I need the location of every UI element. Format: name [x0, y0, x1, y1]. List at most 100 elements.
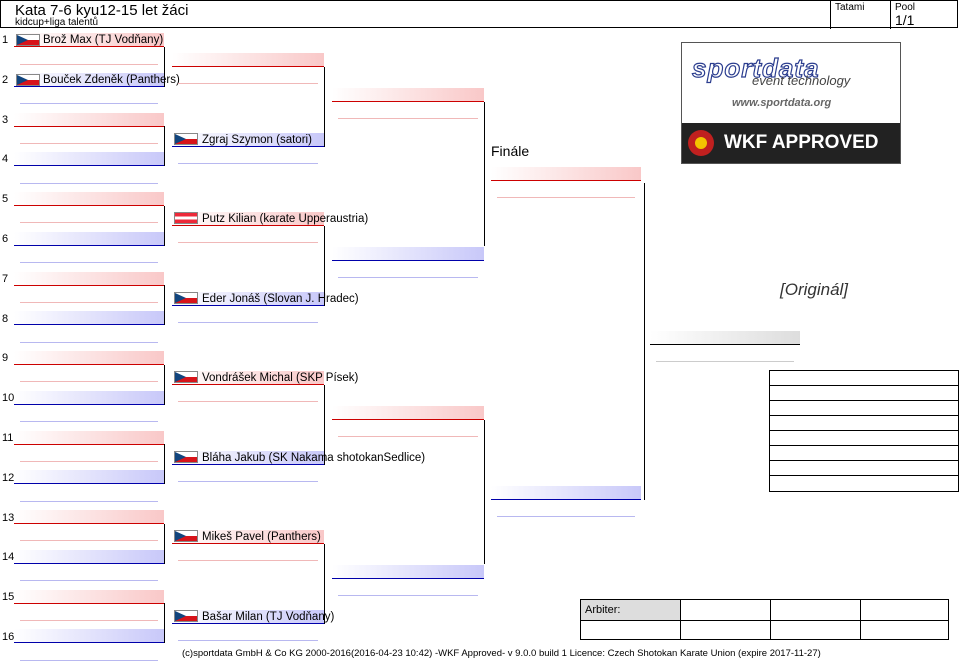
results-table: [769, 370, 959, 492]
round2-subline: [178, 401, 318, 402]
bracket-connector: [164, 285, 165, 325]
round1-subline: [20, 540, 158, 541]
round3-slot[interactable]: [332, 88, 484, 102]
header-divider: [890, 1, 891, 29]
round1-subline: [20, 381, 158, 382]
round1-subline: [20, 143, 158, 144]
results-row[interactable]: [770, 416, 958, 431]
logo-tagline: event technology: [752, 73, 851, 88]
flag-cz-icon: [174, 133, 198, 145]
round2-slot[interactable]: [172, 371, 324, 385]
round1-subline: [20, 103, 158, 104]
arbiter-cell[interactable]: [771, 620, 861, 640]
arbiter-label-cell: Arbiter:: [581, 600, 681, 620]
bracket-connector: [164, 365, 165, 405]
round2-subline: [178, 481, 318, 482]
round1-subline: [20, 222, 158, 223]
bracket-connector: [484, 102, 485, 246]
round1-slot[interactable]: [14, 629, 164, 643]
slot-number: 2: [2, 74, 9, 86]
results-row[interactable]: [770, 386, 958, 401]
round2-subline: [178, 83, 318, 84]
round3-slot[interactable]: [332, 247, 484, 261]
semifinal-subline: [497, 516, 635, 517]
round1-slot[interactable]: [14, 152, 164, 166]
bracket-connector: [164, 47, 165, 87]
semifinal-slot[interactable]: [491, 167, 641, 181]
wkf-emblem-center: [695, 137, 707, 149]
round1-slot[interactable]: [14, 113, 164, 127]
results-row[interactable]: [770, 461, 958, 476]
competitor-name: Vondrášek Michal (SKP Písek): [202, 372, 359, 384]
bracket-connector: [324, 385, 325, 465]
arbiter-cell[interactable]: [681, 620, 771, 640]
round1-slot[interactable]: [14, 232, 164, 246]
round1-slot[interactable]: [14, 33, 164, 47]
round1-subline: [20, 421, 158, 422]
arbiter-cell[interactable]: [581, 620, 681, 640]
slot-number: 11: [2, 432, 14, 444]
round1-slot[interactable]: [14, 391, 164, 405]
round1-subline: [20, 64, 158, 65]
flag-at-icon: [174, 212, 198, 224]
tatami-label: Tatami: [835, 2, 865, 13]
round2-slot[interactable]: [172, 451, 324, 465]
arbiter-cell[interactable]: [771, 600, 861, 620]
competitor-name: Mikeš Pavel (Panthers): [202, 531, 321, 543]
round1-subline: [20, 262, 158, 263]
round1-slot[interactable]: [14, 311, 164, 325]
competitor-name: Zgraj Szymon (satori): [202, 134, 312, 146]
slot-number: 13: [2, 512, 15, 524]
bracket-connector: [324, 544, 325, 624]
page-subtitle: kidcup+liga talentů: [15, 17, 99, 28]
competitor-name: Eder Jonáš (Slovan J. Hradec): [202, 293, 359, 305]
round2-slot[interactable]: [172, 530, 324, 544]
sportdata-logo: sportdata event technology www.sportdata…: [681, 42, 901, 164]
slot-number: 9: [2, 352, 9, 364]
arbiter-cell[interactable]: [681, 600, 771, 620]
winner-slot[interactable]: [650, 331, 800, 345]
results-row[interactable]: [770, 476, 958, 491]
slot-number: 12: [2, 472, 15, 484]
arbiter-divider: [581, 620, 948, 621]
round2-slot[interactable]: [172, 292, 324, 306]
round1-slot[interactable]: [14, 550, 164, 564]
round2-slot[interactable]: [172, 610, 324, 624]
round1-slot[interactable]: [14, 470, 164, 484]
flag-cz-icon: [174, 371, 198, 383]
round2-slot[interactable]: [172, 133, 324, 147]
round2-slot[interactable]: [172, 53, 324, 67]
round3-slot[interactable]: [332, 565, 484, 579]
round1-slot[interactable]: [14, 351, 164, 365]
bracket-connector: [324, 67, 325, 147]
slot-number: 8: [2, 313, 9, 325]
bracket-connector: [484, 420, 485, 564]
competitor-name: Brož Max (TJ Vodňany): [43, 34, 164, 46]
round1-slot[interactable]: [14, 590, 164, 604]
arbiter-cell[interactable]: [861, 600, 948, 620]
round2-subline: [178, 560, 318, 561]
wkf-approved-bar: WKF APPROVED: [682, 123, 900, 163]
round1-slot[interactable]: [14, 510, 164, 524]
round3-slot[interactable]: [332, 406, 484, 420]
round1-slot[interactable]: [14, 431, 164, 445]
round1-slot[interactable]: [14, 272, 164, 286]
slot-number: 5: [2, 193, 9, 205]
round3-subline: [338, 436, 478, 437]
round1-slot[interactable]: [14, 192, 164, 206]
results-row[interactable]: [770, 371, 958, 386]
slot-number: 14: [2, 551, 15, 563]
round2-slot[interactable]: [172, 212, 324, 226]
wkf-approved-text: WKF APPROVED: [724, 132, 879, 153]
results-row[interactable]: [770, 401, 958, 416]
round1-slot[interactable]: [14, 73, 164, 87]
header-bar: Kata 7-6 kyu12-15 let žáci kidcup+liga t…: [0, 0, 958, 29]
results-row[interactable]: [770, 446, 958, 461]
semifinal-slot[interactable]: [491, 486, 641, 500]
results-row[interactable]: [770, 431, 958, 446]
slot-number: 6: [2, 233, 9, 245]
slot-number: 16: [2, 631, 15, 643]
bracket-connector: [324, 226, 325, 306]
slot-number: 10: [2, 392, 15, 404]
competitor-name: Bouček Zdeněk (Panthers): [43, 74, 180, 86]
